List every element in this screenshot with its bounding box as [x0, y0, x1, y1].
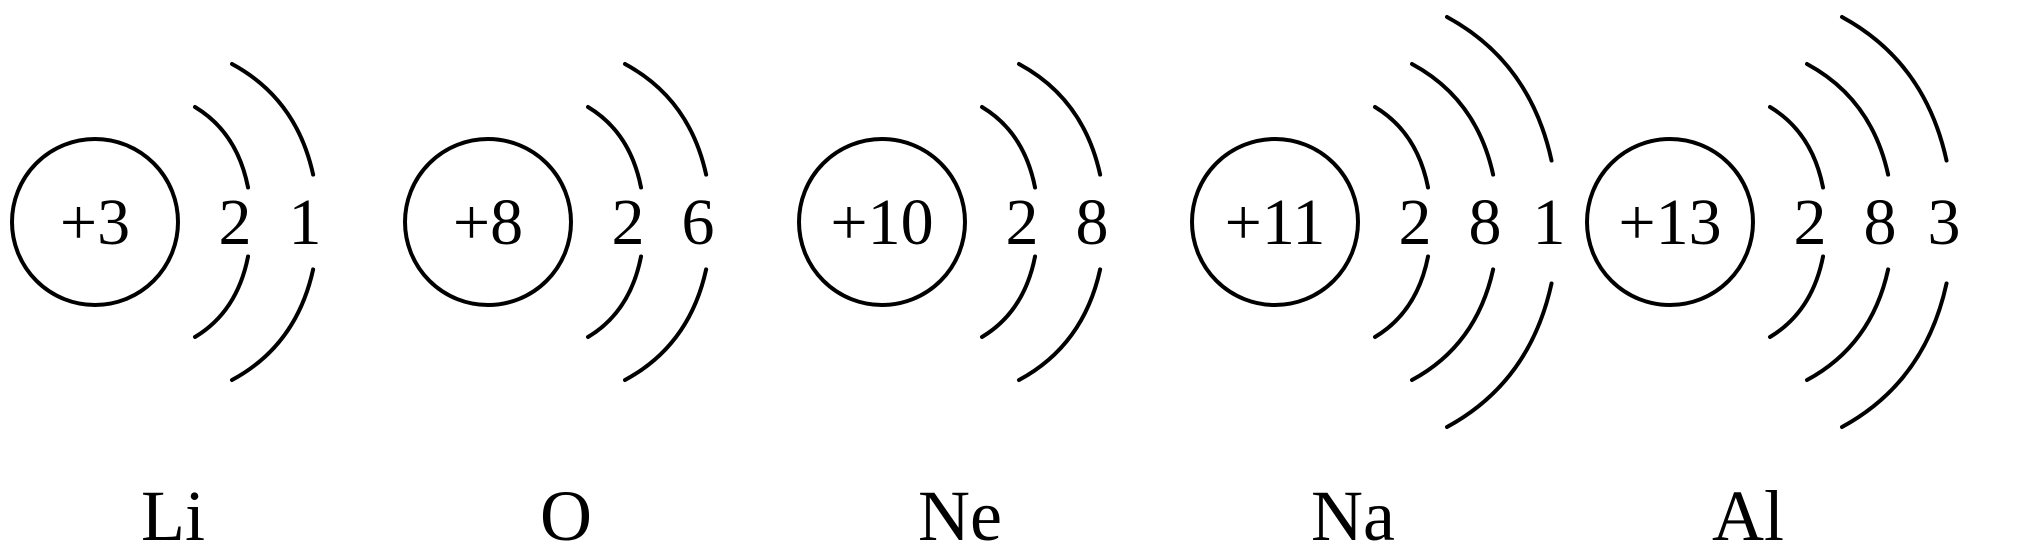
electron-count: 2: [219, 186, 252, 259]
nucleus-circle: [797, 137, 967, 307]
electron-shell-arc: [193, 105, 251, 190]
element-symbol: Na: [1311, 476, 1395, 550]
electron-shell-arc: [1768, 254, 1826, 339]
electron-count: 6: [682, 186, 715, 259]
electron-shell-arc: [230, 267, 316, 382]
electron-shell-arc: [980, 105, 1038, 190]
electron-count: 2: [1794, 186, 1827, 259]
electron-count: 1: [1533, 186, 1566, 259]
electron-shell-arc: [623, 62, 709, 177]
electron-count: 8: [1469, 186, 1502, 259]
electron-shell-arc: [1373, 254, 1431, 339]
element-symbol: Al: [1712, 476, 1784, 550]
electron-count: 2: [1399, 186, 1432, 259]
element-symbol: Li: [141, 476, 205, 550]
electron-count: 8: [1864, 186, 1897, 259]
nucleus-circle: [1190, 137, 1360, 307]
nuclear-charge: +8: [453, 186, 523, 259]
electron-shell-arc: [1805, 267, 1891, 382]
electron-count: 3: [1928, 186, 1961, 259]
electron-shell-arc: [1768, 105, 1826, 190]
element-symbol: O: [540, 476, 592, 550]
electron-shell-arc: [1410, 62, 1496, 177]
electron-shell-arc: [1017, 62, 1103, 177]
electron-shell-arc: [586, 254, 644, 339]
nucleus-circle: [10, 137, 180, 307]
nuclear-charge: +10: [830, 186, 933, 259]
electron-count: 2: [612, 186, 645, 259]
electron-shell-arc: [1805, 62, 1891, 177]
nuclear-charge: +11: [1225, 186, 1326, 259]
electron-shell-arc: [1840, 15, 1949, 163]
element-symbol: Ne: [918, 476, 1002, 550]
electron-shell-arc: [623, 267, 709, 382]
nucleus-circle: [1585, 137, 1755, 307]
electron-shell-arc: [586, 105, 644, 190]
electron-shell-arc: [980, 254, 1038, 339]
nuclear-charge: +13: [1618, 186, 1721, 259]
electron-count: 1: [289, 186, 322, 259]
electron-shell-arc: [1410, 267, 1496, 382]
electron-shell-arc: [1017, 267, 1103, 382]
electron-shell-arc: [1445, 281, 1554, 429]
nuclear-charge: +3: [60, 186, 130, 259]
electron-shell-arc: [1840, 281, 1949, 429]
nucleus-circle: [403, 137, 573, 307]
electron-shell-arc: [1373, 105, 1431, 190]
electron-count: 2: [1006, 186, 1039, 259]
electron-shell-arc: [1445, 15, 1554, 163]
electron-shell-arc: [193, 254, 251, 339]
electron-shell-arc: [230, 62, 316, 177]
electron-count: 8: [1076, 186, 1109, 259]
